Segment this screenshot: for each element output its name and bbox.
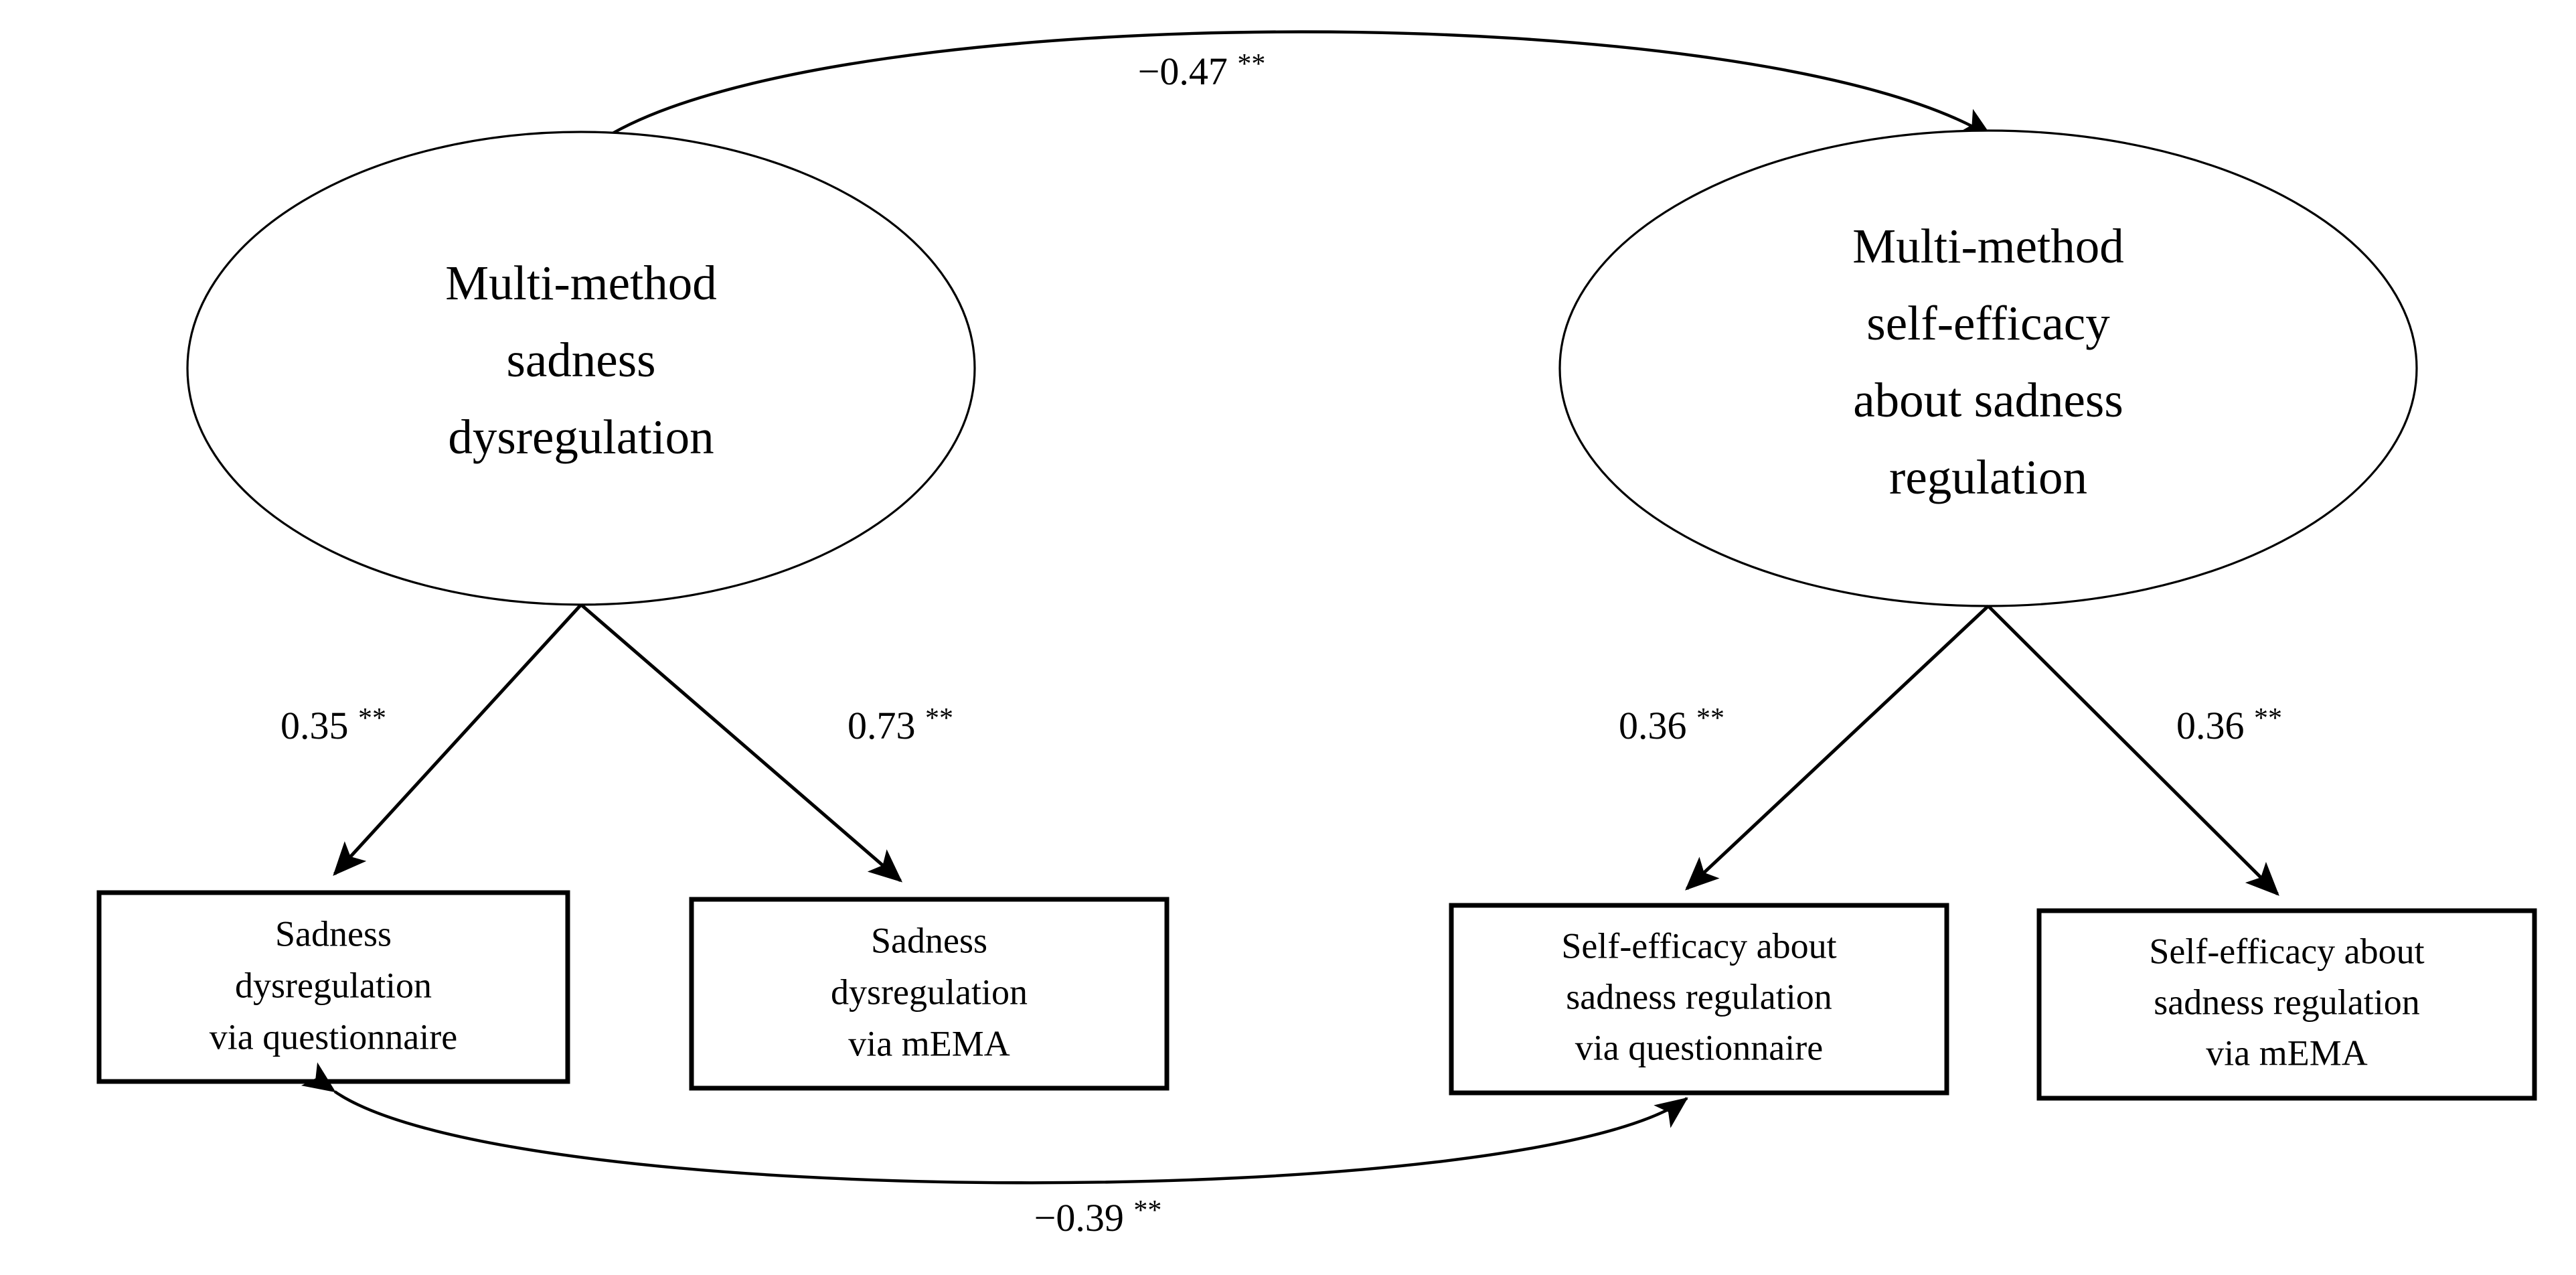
indicator-label-sadness-dysreg-questionnaire-line1: Sadness <box>275 913 392 954</box>
coefficient-label-loading-efficacy-mema: 0.36 ** <box>2176 703 2282 748</box>
indicator-label-self-efficacy-questionnaire-line3: via questionnaire <box>1575 1027 1823 1067</box>
coefficient-label-loading-sadness-mema: 0.73 ** <box>848 703 953 748</box>
coefficient-stars-036b: ** <box>2254 703 2282 734</box>
latent-node-self-efficacy[interactable] <box>1558 129 2418 607</box>
latent-label-sadness-dysregulation-line3: dysregulation <box>448 410 714 464</box>
indicator-node-self-efficacy-questionnaire[interactable] <box>1449 903 1949 1096</box>
coefficient-value-073: 0.73 <box>848 704 916 747</box>
latent-label-self-efficacy-line2: self-efficacy <box>1866 296 2110 350</box>
indicator-label-self-efficacy-mema-line1: Self-efficacy about <box>2149 931 2424 971</box>
coefficient-stars-073: ** <box>925 703 953 734</box>
path-loading-efficacy-questionnaire <box>1685 605 1990 891</box>
coefficient-label-loading-sadness-questionnaire: 0.35 ** <box>280 703 386 748</box>
coefficient-value-top: −0.47 <box>1138 50 1228 93</box>
coefficient-value-035: 0.35 <box>280 704 349 747</box>
indicator-label-self-efficacy-questionnaire-line2: sadness regulation <box>1566 976 1832 1017</box>
latent-label-sadness-dysregulation-line2: sadness <box>506 333 655 387</box>
path-loading-sadness-mema <box>580 603 903 883</box>
coefficient-value-bottom: −0.39 <box>1034 1196 1124 1240</box>
indicator-label-sadness-dysreg-questionnaire-line2: dysregulation <box>235 965 432 1005</box>
indicator-node-sadness-dysreg-questionnaire[interactable] <box>96 890 570 1084</box>
coefficient-label-factor-covariance-top: −0.47 ** <box>1138 49 1266 94</box>
latent-label-self-efficacy-line3: about sadness <box>1853 373 2123 427</box>
indicator-label-self-efficacy-mema-line3: via mEMA <box>2206 1033 2367 1073</box>
coefficient-label-loading-efficacy-questionnaire: 0.36 ** <box>1619 703 1724 748</box>
coefficient-stars-top: ** <box>1237 49 1265 80</box>
indicator-label-sadness-dysreg-questionnaire-line3: via questionnaire <box>210 1017 457 1057</box>
latent-label-sadness-dysregulation: Multi-method <box>445 256 717 310</box>
coefficient-value-036a: 0.36 <box>1619 704 1687 747</box>
coefficient-stars-bottom: ** <box>1133 1195 1161 1226</box>
indicator-label-sadness-dysreg-mema-line3: via mEMA <box>848 1023 1010 1063</box>
path-residual-covariance-bottom <box>301 1062 1688 1185</box>
indicator-label-self-efficacy-mema-line2: sadness regulation <box>2154 982 2419 1022</box>
indicator-node-self-efficacy-mema[interactable] <box>2036 908 2537 1101</box>
indicator-label-sadness-dysreg-mema-line1: Sadness <box>871 920 987 960</box>
coefficient-stars-036a: ** <box>1696 703 1724 734</box>
indicator-label-self-efficacy-questionnaire-line1: Self-efficacy about <box>1561 925 1836 966</box>
path-factor-covariance-top <box>572 30 1993 166</box>
path-loading-efficacy-mema <box>1987 605 2279 896</box>
path-loading-sadness-questionnaire <box>333 603 582 876</box>
latent-label-self-efficacy-line4: regulation <box>1889 450 2087 504</box>
coefficient-stars-035: ** <box>358 703 386 734</box>
latent-label-self-efficacy-line1: Multi-method <box>1852 219 2124 273</box>
coefficient-value-036b: 0.36 <box>2176 704 2245 747</box>
coefficient-label-residual-covariance-bottom: −0.39 ** <box>1034 1195 1162 1240</box>
indicator-label-sadness-dysreg-mema-line2: dysregulation <box>831 972 1028 1012</box>
